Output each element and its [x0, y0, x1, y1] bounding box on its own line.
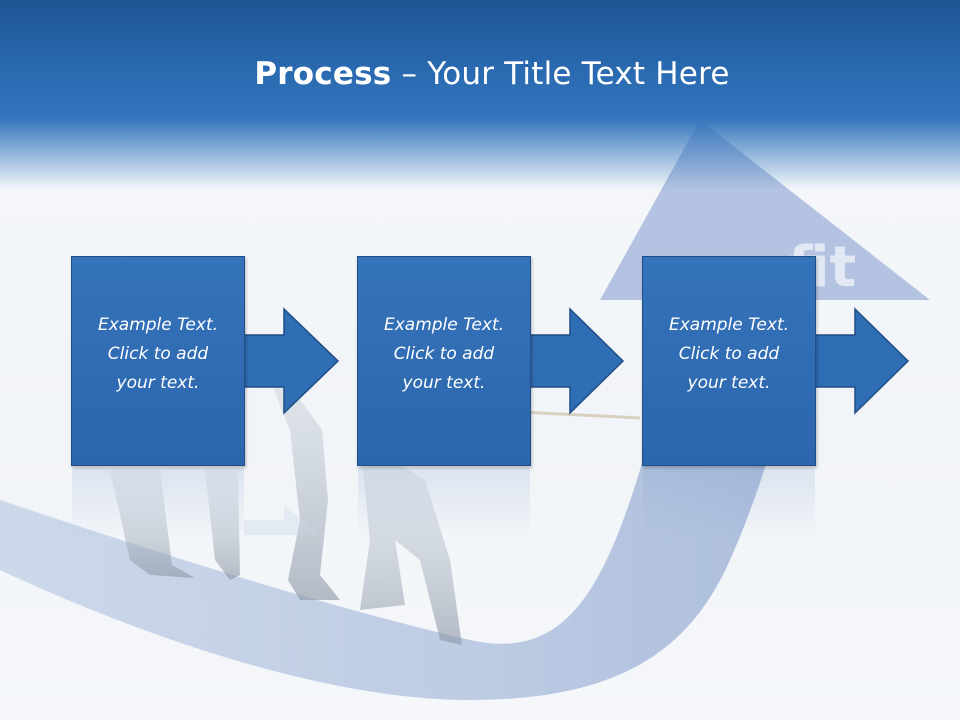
process-step-3: Example Text. Click to add your text. [0, 0, 910, 538]
growth-arrow-ribbon [0, 300, 800, 700]
step-2-box[interactable]: Example Text. Click to add your text. [357, 256, 531, 466]
process-step-1: Example Text. Click to add your text. [0, 0, 850, 538]
step-3-reflection [643, 468, 815, 538]
step-1-text: Example Text. Click to add your text. [97, 315, 219, 393]
step-3-text: Example Text. Click to add your text. [668, 315, 790, 393]
step-2-text: Example Text. Click to add your text. [383, 315, 505, 393]
process-step-2: Example Text. Click to add your text. [0, 0, 850, 538]
header-band [0, 0, 960, 190]
step-1-reflection [72, 468, 244, 538]
title-strong: Process [254, 56, 392, 92]
title-rest: – Your Title Text Here [391, 56, 730, 92]
step-3-box[interactable]: Example Text. Click to add your text. [642, 256, 816, 466]
rope [519, 410, 641, 420]
step-1-box[interactable]: Example Text. Click to add your text. [71, 256, 245, 466]
step-2-reflection [358, 468, 530, 538]
people-silhouettes [110, 330, 462, 645]
slide-title: Process – Your Title Text Here [0, 52, 960, 96]
